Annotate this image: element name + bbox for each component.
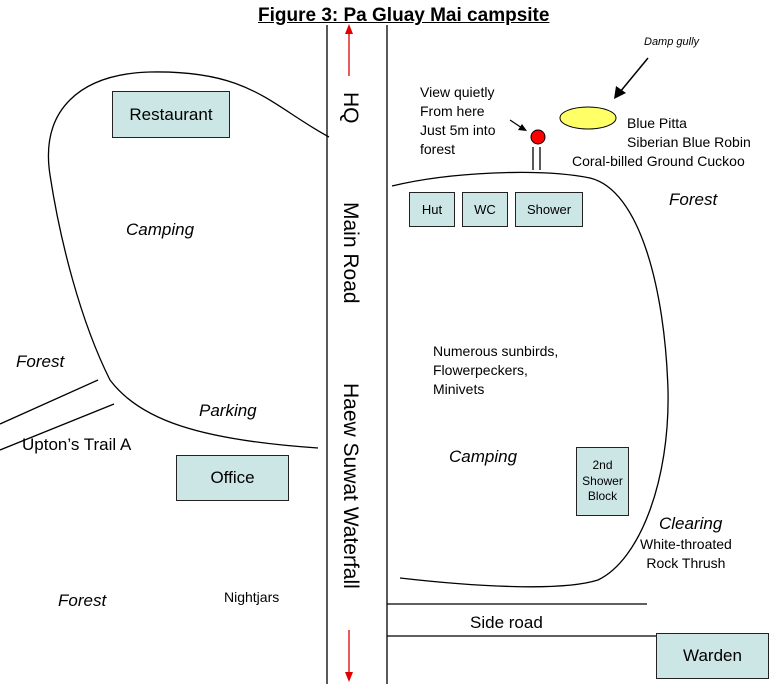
viewpoint-marker (530, 129, 546, 145)
forest-left-label: Forest (16, 352, 65, 371)
parking-label: Parking (199, 401, 257, 420)
gully-bird-2: Siberian Blue Robin (627, 134, 751, 150)
second-shower-line2: Shower (582, 473, 623, 488)
clearing-bird-line1: White-throated (640, 536, 732, 552)
sunbirds-line2: Flowerpeckers, (433, 362, 528, 378)
view-note-line2: From here (420, 103, 485, 119)
uptons-trail-label: Upton’s Trail A (22, 435, 132, 454)
warden-label: Warden (683, 646, 742, 665)
hq-label: HQ (339, 92, 362, 124)
right-camp-boundary (391, 171, 669, 588)
damp-gully-arrow (614, 57, 649, 99)
hut-label: Hut (421, 202, 443, 217)
forest-bottom-left-label: Forest (58, 591, 107, 610)
view-quietly-note: View quietly From here Just 5m into fore… (420, 83, 495, 159)
left-camp-boundary (47, 71, 330, 449)
view-note-line4: forest (420, 141, 456, 157)
gully-bird-1: Blue Pitta (627, 115, 687, 131)
second-shower-block: 2nd Shower Block (576, 447, 629, 516)
wc-label: WC (474, 202, 496, 217)
sunbirds-note: Numerous sunbirds, Flowerpeckers, Minive… (433, 342, 558, 399)
gully-birds-list: Blue Pitta Siberian Blue Robin Coral-bil… (572, 114, 751, 171)
damp-gully-ellipse (559, 106, 617, 130)
view-pointer-arrow (509, 119, 527, 131)
shower-building: Shower (515, 192, 583, 227)
side-road-label: Side road (470, 613, 543, 632)
office-label: Office (210, 468, 255, 487)
red-arrow-down (345, 630, 353, 682)
shower-label: Shower (526, 202, 572, 217)
restaurant-building: Restaurant (112, 91, 230, 138)
uptons-trail-upper (0, 379, 99, 425)
second-shower-line1: 2nd (592, 458, 613, 473)
haew-suwat-waterfall-label: Haew Suwat Waterfall (339, 383, 362, 589)
view-note-line3: Just 5m into (420, 122, 496, 138)
second-shower-line3: Block (587, 489, 618, 504)
sunbirds-line3: Minivets (433, 381, 485, 397)
page-title: Figure 3: Pa Gluay Mai campsite (258, 5, 550, 26)
camping-left-label: Camping (126, 220, 195, 239)
nightjars-label: Nightjars (224, 589, 280, 605)
forest-right-label: Forest (669, 190, 718, 209)
office-building: Office (176, 455, 289, 501)
hut-building: Hut (409, 192, 455, 227)
clearing-label: Clearing (659, 514, 723, 533)
view-note-line1: View quietly (420, 84, 495, 100)
restaurant-label: Restaurant (129, 104, 213, 124)
red-arrow-up (345, 24, 353, 76)
uptons-trail-lower (0, 403, 115, 451)
clearing-birds-note: White-throated Rock Thrush (640, 535, 732, 573)
gully-bird-3: Coral-billed Ground Cuckoo (572, 153, 745, 169)
damp-gully-label: Damp gully (644, 36, 700, 48)
clearing-bird-line2: Rock Thrush (646, 555, 726, 571)
warden-building: Warden (656, 633, 769, 679)
main-road-label: Main Road (339, 202, 362, 304)
wc-building: WC (462, 192, 508, 227)
sunbirds-line1: Numerous sunbirds, (433, 343, 559, 359)
camping-right-label: Camping (449, 447, 518, 466)
